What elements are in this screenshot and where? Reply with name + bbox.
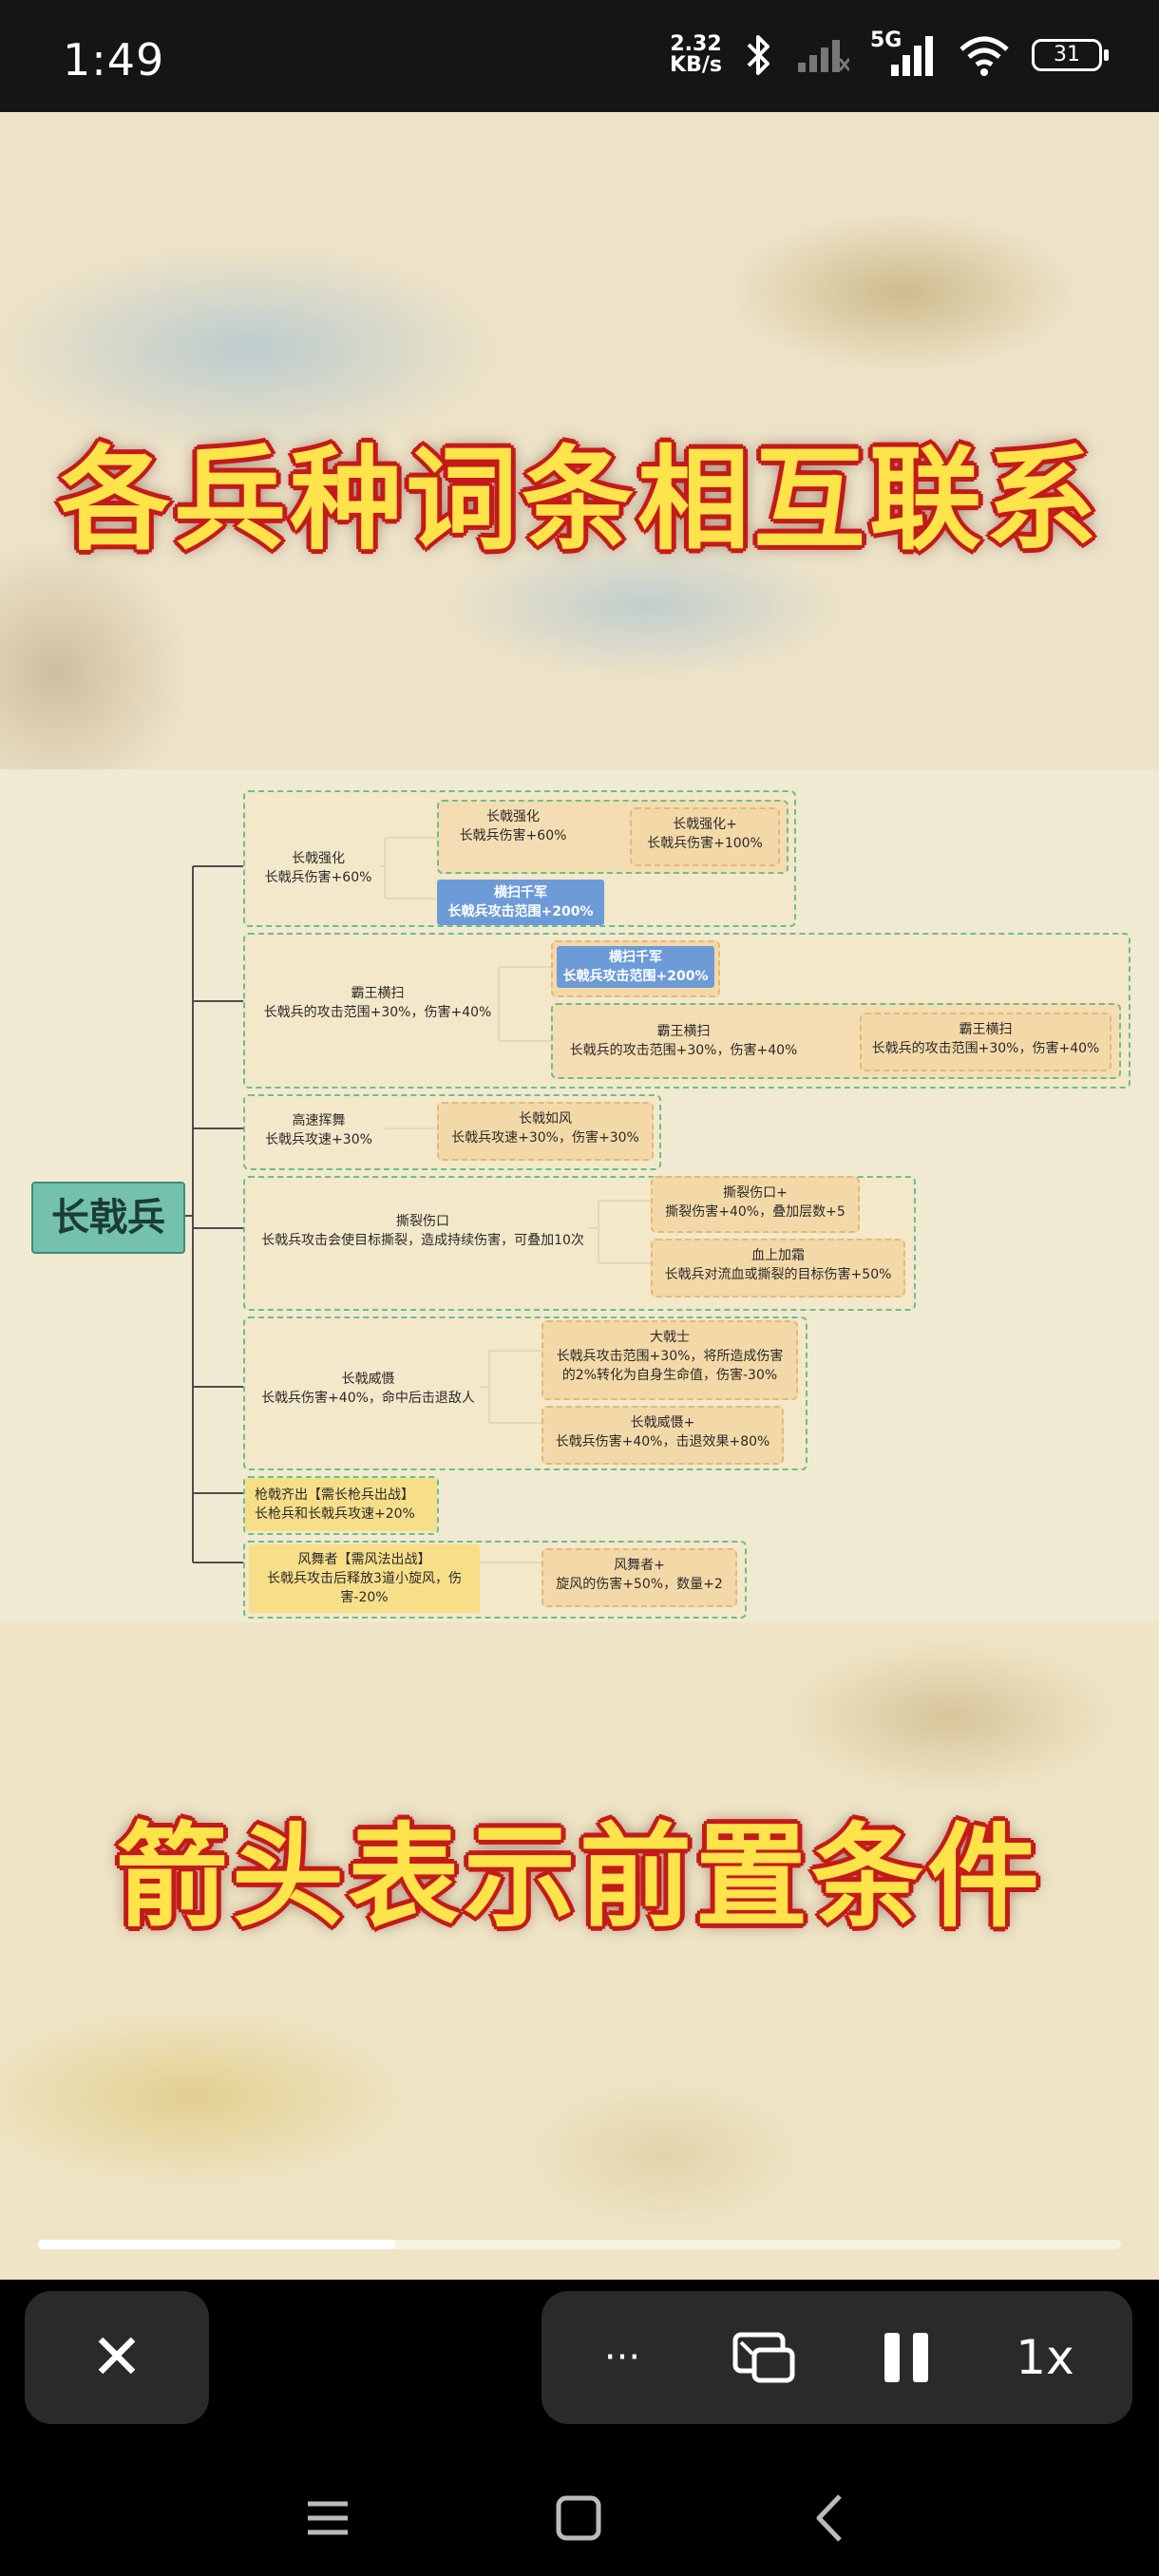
video-progress-bar[interactable] <box>38 2240 1121 2249</box>
node-da-jishi: 大戟士 长戟兵攻击范围+30%，将所造成伤害 的2%转化为自身生命值，伤害-30… <box>542 1320 798 1400</box>
node-changji-qianghua-plus: 长戟强化+ 长戟兵伤害+100% <box>630 807 780 866</box>
mindmap: 长戟兵 长戟强化 长戟兵伤害+60% 长戟强化 长戟兵伤害+60% 长戟强化+ … <box>0 769 1159 1622</box>
more-button[interactable]: ··· <box>603 2336 641 2379</box>
pip-button[interactable] <box>727 2291 803 2424</box>
node-changji-rufeng: 长戟如风 长戟兵攻速+30%，伤害+30% <box>437 1102 654 1161</box>
headline-bottom: 箭头表示前置条件 <box>115 1811 1043 1942</box>
root-node: 长戟兵 <box>31 1182 185 1254</box>
menu-icon[interactable] <box>294 2485 361 2551</box>
node-changji-weishe-plus: 长戟威慑+ 长戟兵伤害+40%，击退效果+80% <box>542 1406 784 1465</box>
node-fengwuzhe: 风舞者【需风法出战】 长戟兵攻击后释放3道小旋风，伤 害-20% <box>249 1544 480 1613</box>
playback-speed-button[interactable]: 1x <box>1016 2330 1074 2385</box>
back-icon[interactable] <box>798 2485 864 2551</box>
headline-top: 各兵种词条相互联系 <box>57 434 1101 565</box>
node-hengsao-qianjun-wrap: 横扫千军 长戟兵攻击范围+200% <box>551 940 720 997</box>
node-hengsao-qianjun: 横扫千军 长戟兵攻击范围+200% <box>437 880 604 925</box>
status-bar: 1:49 2.32 KB/s 5G 31 <box>0 0 1159 112</box>
pause-button[interactable] <box>874 2291 940 2424</box>
status-icons: 2.32 KB/s 5G 31 <box>670 27 1109 84</box>
player-toolbar: ··· 1x <box>542 2291 1132 2424</box>
blurred-background-top <box>0 112 1159 769</box>
signal-weak-icon <box>798 40 849 72</box>
pause-icon <box>884 2333 928 2382</box>
node-qiangji-qichu: 枪戟齐出【需长枪兵出战】 长枪兵和长戟兵攻速+20% <box>245 1478 437 1531</box>
video-content[interactable]: 各兵种词条相互联系 <box>0 112 1159 2280</box>
node-bawang-hengsao-3: 霸王横扫 长戟兵的攻击范围+30%，伤害+40% <box>860 1013 1112 1071</box>
node-silie-shangkou: 撕裂伤口 长戟兵攻击会使目标撕裂，造成持续伤害，可叠加10次 <box>261 1214 584 1248</box>
battery-icon: 31 <box>1032 39 1109 71</box>
blurred-background-bottom <box>0 1622 1159 2280</box>
video-progress-fill <box>38 2240 396 2249</box>
status-time: 1:49 <box>63 34 165 85</box>
pip-icon <box>732 2332 795 2383</box>
node-silie-shangkou-plus: 撕裂伤口+ 撕裂伤害+40%，叠加层数+5 <box>651 1176 860 1233</box>
node-bawang-hengsao: 霸王横扫 长戟兵的攻击范围+30%，伤害+40% <box>263 986 492 1020</box>
close-button[interactable]: ✕ <box>25 2291 209 2424</box>
home-icon[interactable] <box>545 2485 612 2551</box>
net-speed: 2.32 KB/s <box>670 32 722 77</box>
signal-5g-icon: 5G <box>870 28 937 82</box>
node-gaosu-huiwu: 高速挥舞 长戟兵攻速+30% <box>265 1113 372 1147</box>
system-navigation-bar <box>0 2460 1159 2576</box>
node-fengwuzhe-plus: 风舞者+ 旋风的伤害+50%，数量+2 <box>542 1548 737 1607</box>
node-xueshang-jiashuang: 血上加霜 长戟兵对流血或撕裂的目标伤害+50% <box>651 1239 905 1297</box>
node-changji-weishe: 长戟威慑 长戟兵伤害+40%，命中后击退敌人 <box>261 1372 475 1406</box>
node-changji-qianghua: 长戟强化 长戟兵伤害+60% <box>264 851 372 885</box>
wifi-icon <box>960 36 1009 76</box>
bluetooth-icon <box>747 35 770 75</box>
